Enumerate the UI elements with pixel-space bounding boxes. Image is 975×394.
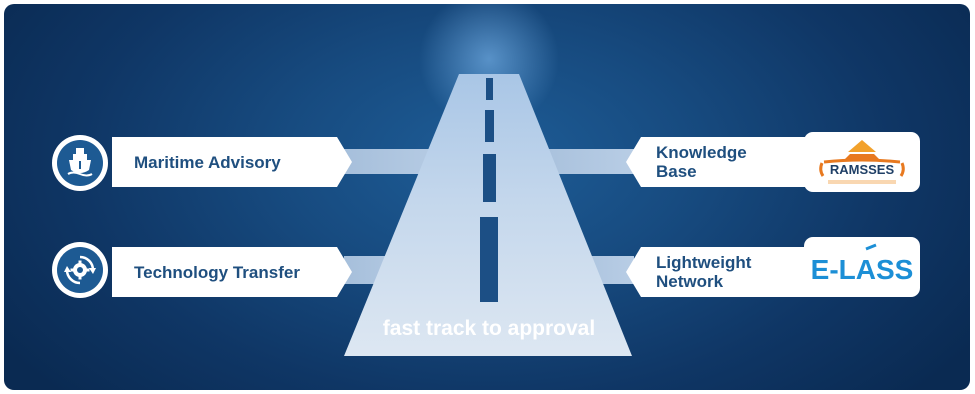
road-label: fast track to approval — [382, 317, 596, 340]
ramsses-logo: RAMSSES — [804, 132, 920, 192]
technology-transfer-box: Technology Transfer — [112, 247, 352, 297]
diagram-panel: Maritime Advisory Technology Transfer — [4, 4, 970, 390]
knowledge-label-line1: Knowledge — [656, 143, 747, 162]
lightweight-network-box: Lightweight Network — [626, 247, 816, 297]
lightweight-label-line1: Lightweight — [656, 253, 752, 272]
maritime-advisory-box: Maritime Advisory — [112, 137, 352, 187]
ship-icon — [57, 140, 103, 186]
road-dash — [485, 110, 494, 142]
gear-cycle-icon-badge — [52, 242, 108, 298]
lightweight-network-label: Lightweight Network — [656, 253, 751, 291]
maritime-advisory-label: Maritime Advisory — [134, 152, 281, 172]
gear-cycle-icon — [57, 247, 103, 293]
elass-logo-text: E-LASS — [811, 254, 914, 285]
road-dash — [480, 217, 498, 302]
lightweight-label-line2: Network — [656, 272, 724, 291]
knowledge-base-box: Knowledge Base — [626, 137, 816, 187]
road-graphic — [344, 74, 634, 356]
main-road — [344, 74, 632, 356]
road-dash — [486, 78, 493, 100]
knowledge-base-label: Knowledge Base — [656, 143, 747, 181]
elass-logo: E-LASS — [804, 237, 920, 297]
ramsses-logo-text: RAMSSES — [830, 162, 895, 177]
ship-icon-badge — [52, 135, 108, 191]
road-dash — [483, 154, 496, 202]
technology-transfer-label: Technology Transfer — [134, 262, 300, 282]
knowledge-label-line2: Base — [656, 162, 697, 181]
